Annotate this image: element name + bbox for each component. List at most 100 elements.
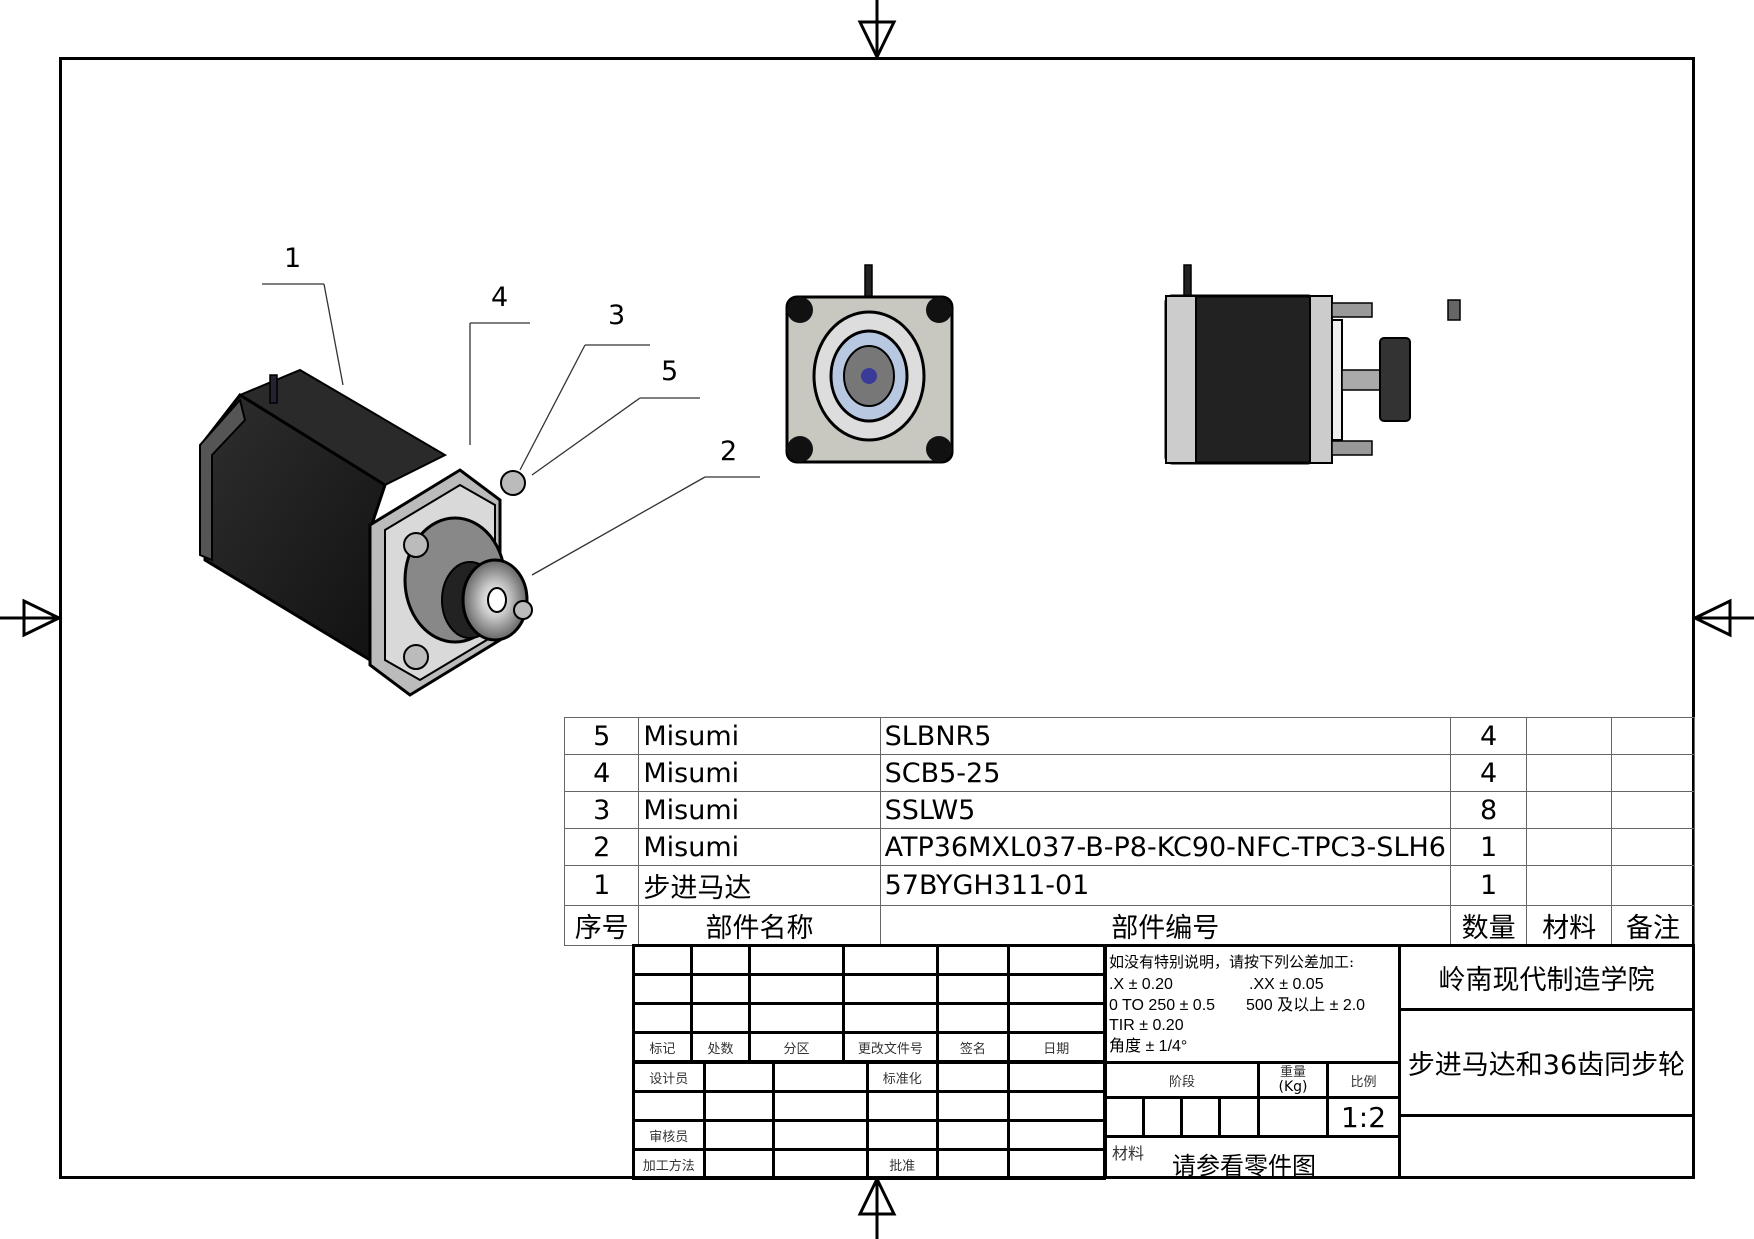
bom-header-material: 材料 (1526, 905, 1613, 946)
hex-nut (403, 644, 429, 670)
bolt (1331, 302, 1373, 318)
callout-2: 2 (720, 436, 738, 467)
tolerance-range-2: 500 及以上 ± 2.0 (1246, 997, 1366, 1014)
tolerance-xx: .XX ± 0.05 (1249, 976, 1324, 993)
material-label: 材料 (1112, 1144, 1145, 1163)
standardization-label: 标准化 (865, 1061, 940, 1093)
table-row: 5 Misumi SLBNR5 4 (563, 717, 1695, 755)
front-flange (1309, 295, 1333, 464)
pulley-hub (1341, 369, 1383, 391)
centering-arrow-top (857, 20, 897, 61)
centering-arrow-bottom (857, 1175, 897, 1216)
stage-box (1180, 1096, 1221, 1138)
bom-part: ATP36MXL037-B-P8-KC90-NFC-TPC3-SLH6 (879, 828, 1451, 866)
material-value: 请参看零件图 (1172, 1152, 1316, 1180)
boss (1331, 319, 1343, 441)
stage-box (1218, 1096, 1260, 1138)
hex-nut (513, 600, 533, 620)
revision-block: 标记 处数 分区 更改文件号 签名 日期 设计员 标准化 审核员 加工方法 批准 (632, 944, 1107, 1180)
bom-material (1526, 717, 1613, 755)
pulley-bore (487, 587, 507, 613)
bom-material (1526, 828, 1613, 866)
bom-no: 1 (563, 865, 640, 906)
rev-label-signature: 签名 (936, 1031, 1010, 1063)
rev-label-change-doc: 更改文件号 (841, 1031, 940, 1063)
hex-nut (403, 532, 429, 558)
rev-label-count: 处数 (689, 1031, 752, 1063)
stage-label: 阶段 (1104, 1061, 1260, 1099)
approval-table: 设计员 标准化 审核员 加工方法 批准 (632, 1061, 1107, 1180)
tolerance-tir: TIR ± 0.20 (1109, 1017, 1184, 1034)
bom-remark (1611, 828, 1695, 866)
leader-line-5 (531, 397, 641, 476)
bom-qty: 8 (1449, 791, 1528, 829)
callout-5: 5 (661, 356, 679, 387)
weight-label: 重量 (1279, 1065, 1306, 1080)
drawing-number-cell (1398, 1114, 1695, 1179)
bom-table: 5 Misumi SLBNR5 4 4 Misumi SCB5-25 4 3 M… (563, 717, 1695, 946)
revision-table-top: 标记 处数 分区 更改文件号 签名 日期 (632, 944, 1107, 1063)
tolerance-angle: 角度 ± 1/4° (1109, 1038, 1188, 1055)
bom-part: SLBNR5 (879, 717, 1451, 755)
bom-material (1526, 865, 1613, 906)
bom-remark (1611, 791, 1695, 829)
callout-4: 4 (491, 282, 509, 313)
mounting-holes (787, 297, 952, 462)
rev-label-zone: 分区 (748, 1031, 845, 1063)
weight-value (1257, 1096, 1329, 1138)
stage-box (1104, 1096, 1145, 1138)
bolt (1331, 440, 1373, 456)
bom-qty: 1 (1449, 865, 1528, 906)
weight-cell: 重量 (Kg) (1257, 1061, 1329, 1099)
nut (1447, 299, 1461, 321)
material-cell: 材料 请参看零件图 (1104, 1135, 1401, 1180)
reviewer-label: 审核员 (632, 1119, 706, 1151)
bom-header-qty: 数量 (1449, 905, 1528, 946)
bom-qty: 1 (1449, 828, 1528, 866)
table-row: 4 Misumi SCB5-25 4 (563, 754, 1695, 792)
scale-value: 1:2 (1326, 1096, 1401, 1138)
school-name: 岭南现代制造学院 (1398, 944, 1695, 1011)
bom-remark (1611, 865, 1695, 906)
bom-name: 步进马达 (638, 865, 881, 906)
bom-remark (1611, 717, 1695, 755)
bom-part: SSLW5 (879, 791, 1451, 829)
callout-3: 3 (608, 300, 626, 331)
motor-cable (1183, 264, 1192, 298)
tolerance-range-1: 0 TO 250 ± 0.5 (1109, 997, 1216, 1014)
weight-unit: (Kg) (1278, 1079, 1308, 1095)
approval-label: 批准 (865, 1148, 940, 1180)
scale-label: 比例 (1326, 1061, 1401, 1099)
bom-header-part: 部件编号 (879, 905, 1451, 946)
hex-nut (500, 470, 526, 496)
table-row: 3 Misumi SSLW5 8 (563, 791, 1695, 829)
bom-header-name: 部件名称 (638, 905, 881, 946)
rev-label-mark: 标记 (632, 1031, 693, 1063)
leader-line-1 (323, 283, 344, 386)
bom-header-no: 序号 (563, 905, 640, 946)
bom-name: Misumi (638, 828, 881, 866)
end-cap (1165, 295, 1197, 464)
bom-no: 5 (563, 717, 640, 755)
callout-1: 1 (284, 243, 302, 274)
tolerance-heading: 如没有特别说明，请按下列公差加工: (1109, 953, 1355, 971)
leader-line-3 (519, 344, 586, 471)
table-row: 1 步进马达 57BYGH311-01 1 (563, 865, 1695, 906)
shaft (861, 368, 877, 384)
table-row: 2 Misumi ATP36MXL037-B-P8-KC90-NFC-TPC3-… (563, 828, 1695, 866)
bom-no: 2 (563, 828, 640, 866)
rev-label-date: 日期 (1006, 1031, 1107, 1063)
bom-part: 57BYGH311-01 (879, 865, 1451, 906)
centering-arrow-right (1691, 598, 1732, 638)
bom-no: 3 (563, 791, 640, 829)
motor-end-cap (199, 397, 247, 562)
tolerance-x: .X ± 0.20 (1109, 976, 1173, 993)
leader-line-2 (531, 476, 706, 576)
bom-header-row: 序号 部件名称 部件编号 数量 材料 备注 (563, 905, 1695, 946)
bom-material (1526, 791, 1613, 829)
process-label: 加工方法 (632, 1148, 706, 1180)
centering-arrow-left (22, 598, 63, 638)
